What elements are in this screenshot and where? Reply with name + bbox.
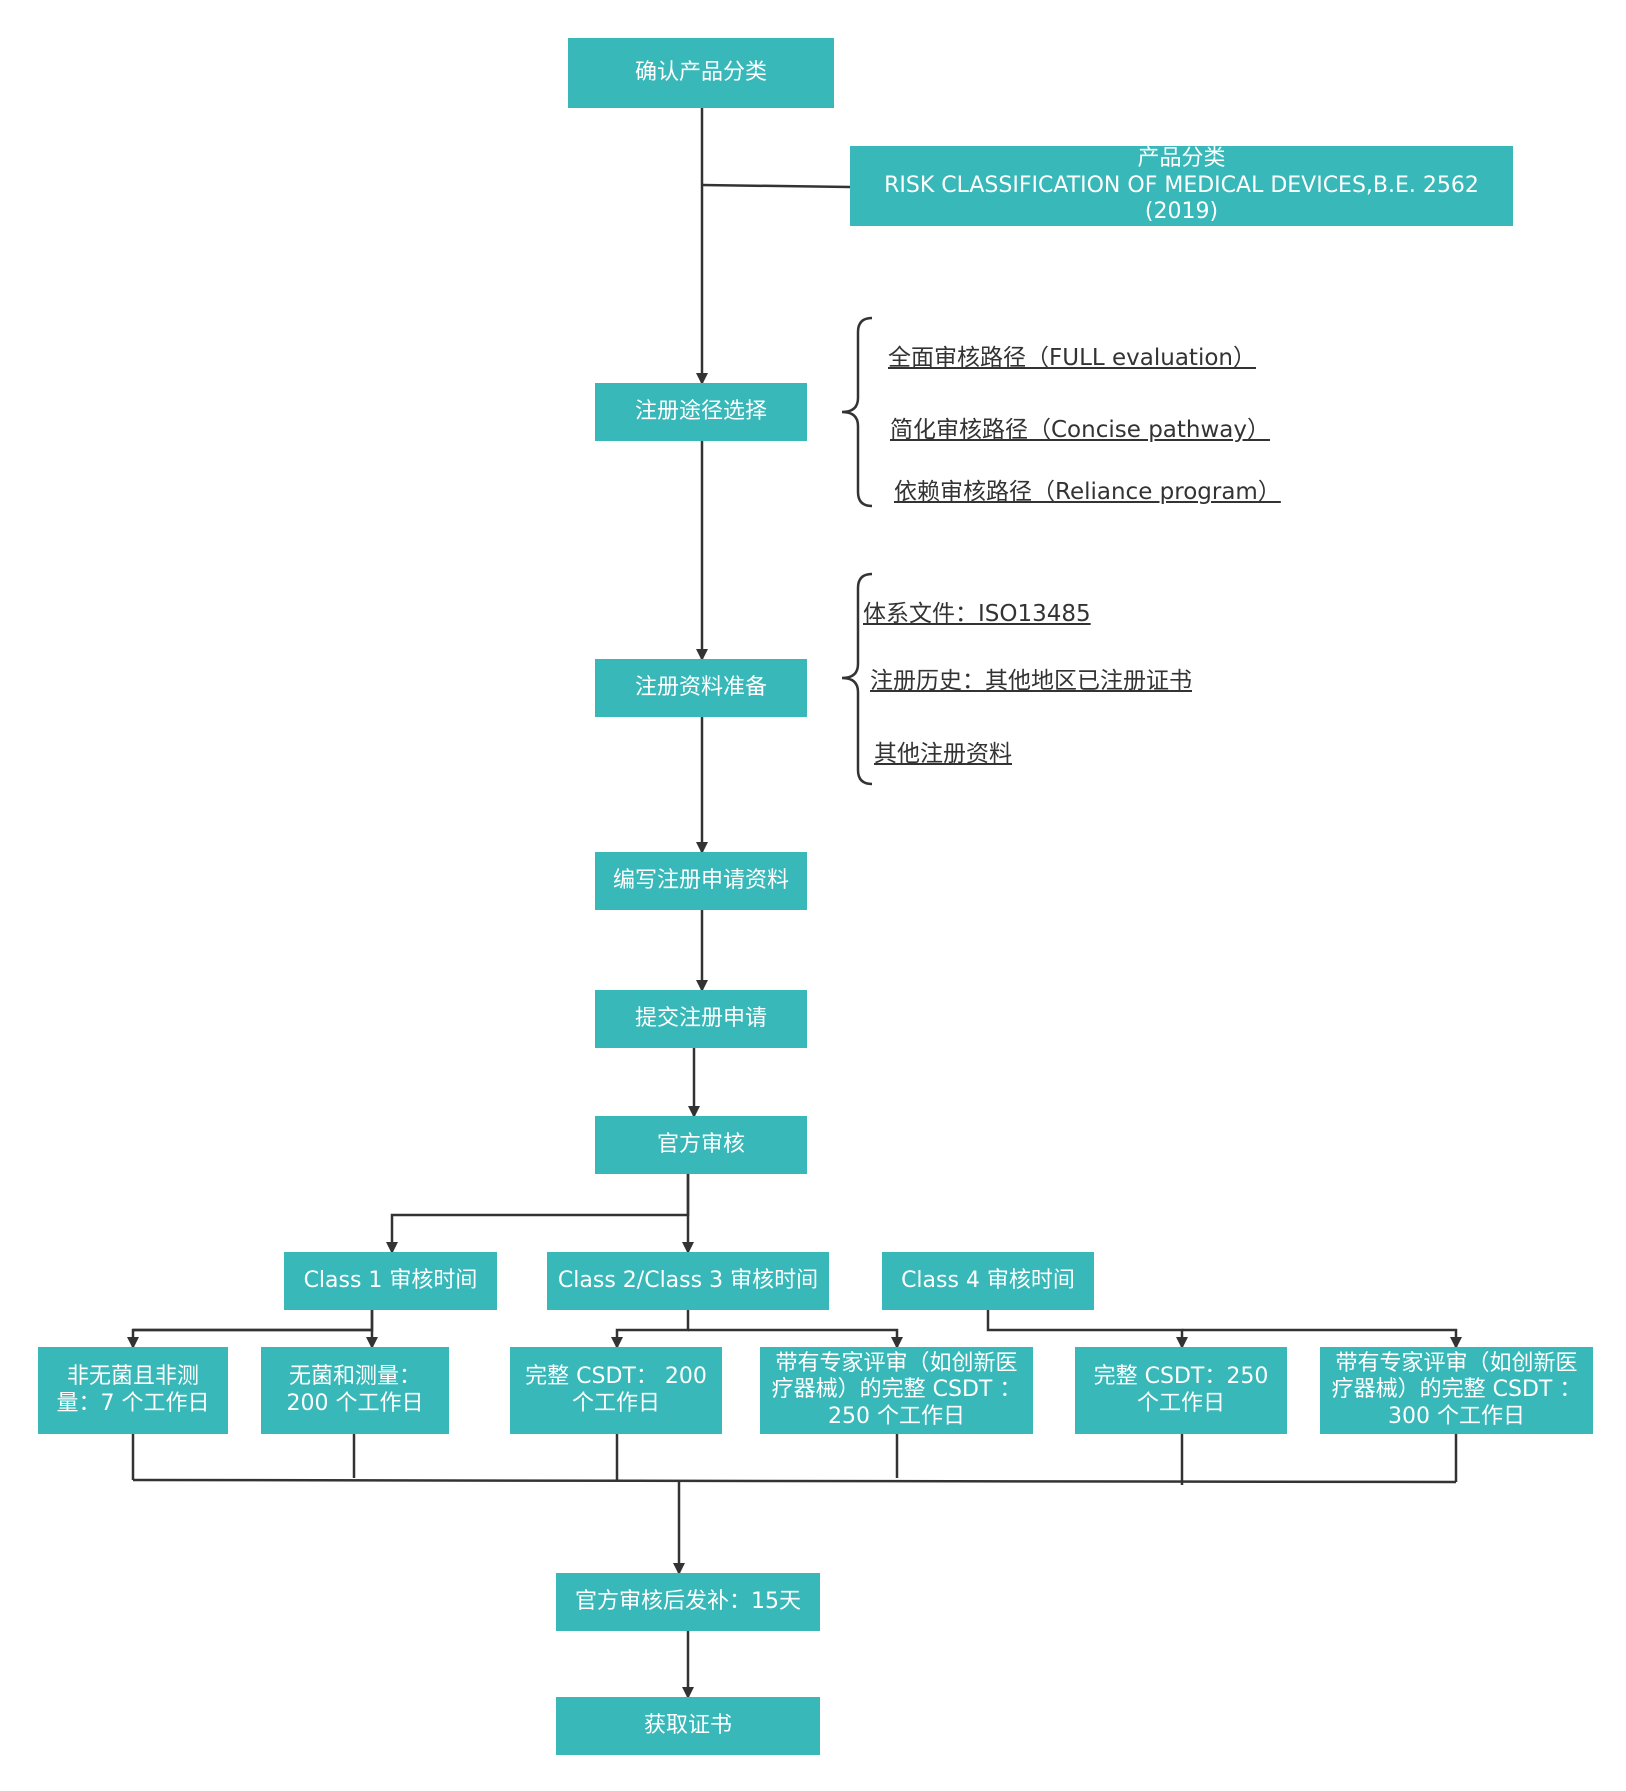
class4-expert-csdt-box: 带有专家评审（如创新医疗器械）的完整 CSDT ：300 个工作日 — [1320, 1347, 1593, 1434]
brace-routes — [841, 316, 873, 508]
class1-sterile-box: 无菌和测量：200 个工作日 — [261, 1347, 449, 1434]
class1-nonsterile-box: 非无菌且非测量：7 个工作日 — [38, 1347, 228, 1434]
brace-materials — [841, 572, 873, 786]
material-iso13485: 体系文件：ISO13485 — [863, 601, 1091, 627]
class23-box: Class 2/Class 3 审核时间 — [547, 1252, 829, 1310]
class4-box: Class 4 审核时间 — [882, 1252, 1094, 1310]
official-review-box: 官方审核 — [595, 1116, 807, 1174]
line-class4-right — [1182, 1328, 1462, 1349]
route-option-concise: 简化审核路径（Concise pathway） — [890, 417, 1270, 443]
write-application-box: 编写注册申请资料 — [595, 852, 807, 910]
line-to-classification — [701, 183, 851, 189]
classification-subtitle: RISK CLASSIFICATION OF MEDICAL DEVICES,B… — [884, 172, 1479, 225]
material-registration-history: 注册历史：其他地区已注册证书 — [870, 668, 1192, 694]
line-class23-right — [688, 1328, 903, 1349]
classification-box: 产品分类 RISK CLASSIFICATION OF MEDICAL DEVI… — [850, 146, 1513, 226]
route-option-reliance: 依赖审核路径（Reliance program） — [894, 479, 1281, 505]
confirm-classification-box: 确认产品分类 — [568, 38, 834, 108]
line-class1-split — [127, 1310, 374, 1349]
material-prep-box: 注册资料准备 — [595, 659, 807, 717]
line-class4-split — [986, 1310, 1188, 1349]
route-option-full: 全面审核路径（FULL evaluation） — [888, 345, 1256, 371]
class23-full-csdt-box: 完整 CSDT： 200 个工作日 — [510, 1347, 722, 1434]
class1-box: Class 1 审核时间 — [284, 1252, 497, 1310]
submit-application-box: 提交注册申请 — [595, 990, 807, 1048]
class23-expert-csdt-box: 带有专家评审（如创新医疗器械）的完整 CSDT ：250 个工作日 — [760, 1347, 1033, 1434]
material-other: 其他注册资料 — [874, 741, 1012, 767]
route-selection-box: 注册途径选择 — [595, 383, 807, 441]
get-certificate-box: 获取证书 — [556, 1697, 820, 1755]
supplement-issue-box: 官方审核后发补：15天 — [556, 1573, 820, 1631]
classification-title: 产品分类 — [1137, 146, 1226, 172]
class4-full-csdt-box: 完整 CSDT：250 个工作日 — [1075, 1347, 1287, 1434]
merge-line — [132, 1478, 1457, 1484]
line-review-split — [386, 1174, 690, 1254]
line-class23-split — [611, 1310, 690, 1349]
